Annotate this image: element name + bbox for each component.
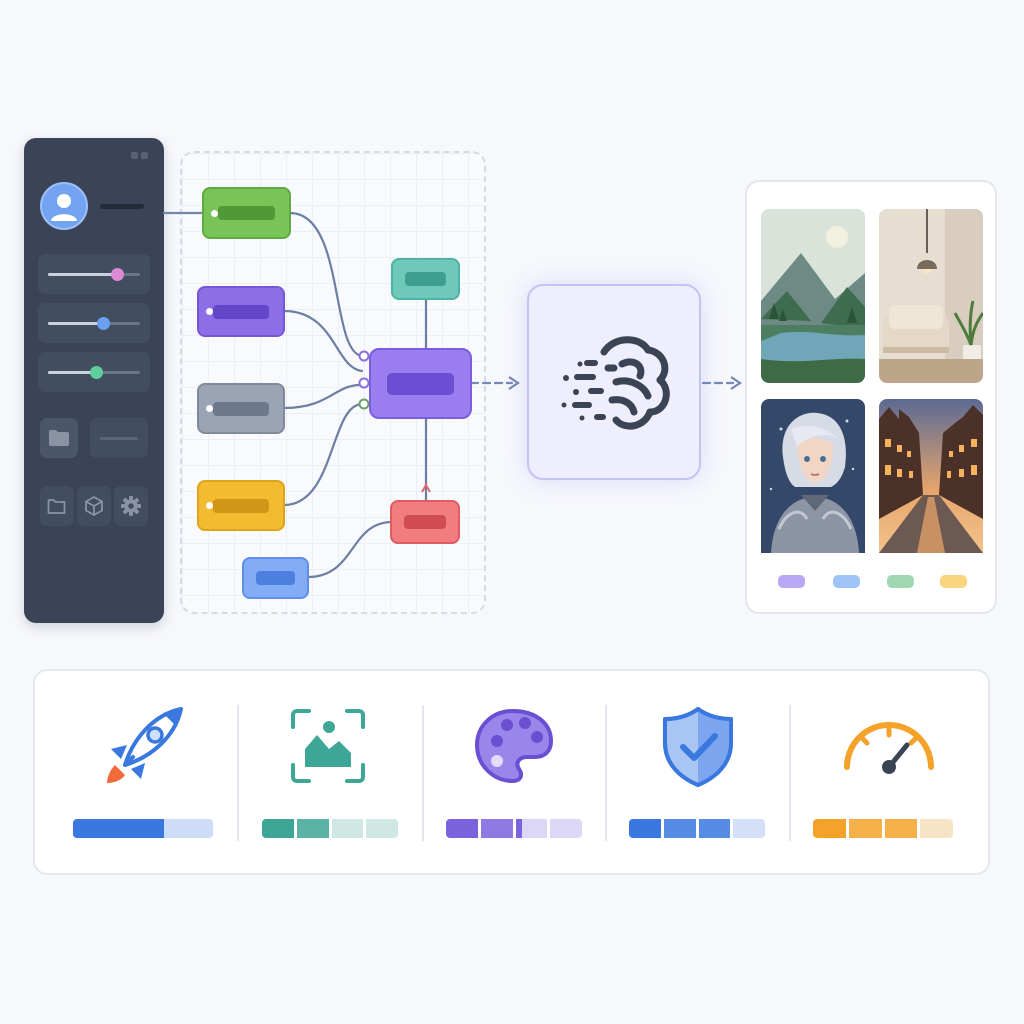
meter-fill [73,819,164,838]
user-icon [51,194,77,221]
divider [237,705,239,841]
gallery-image-character[interactable] [761,399,865,573]
gray-input-node[interactable] [197,383,285,434]
generated-gallery [745,180,997,614]
meter-segment [480,819,513,838]
slider-knob-2[interactable] [97,317,111,330]
meter-segment [331,819,364,838]
cube-icon [85,496,103,516]
swatch-blue[interactable] [833,575,860,588]
sidebar-panel [24,138,164,623]
meter-segment [920,819,953,838]
slider-track-2[interactable] [48,317,140,330]
divider [422,705,424,841]
window-controls[interactable] [131,152,148,159]
meter-segment [296,819,329,838]
slider-knob-3[interactable] [89,366,103,379]
meter-segment [550,819,582,838]
teal-node[interactable] [391,258,460,300]
folder-name-field[interactable] [90,418,148,458]
folder-icon [47,499,66,514]
avatar[interactable] [40,182,88,230]
rocket-progress-bar [73,819,213,838]
meter-segment [366,819,398,838]
slider-card-1 [38,254,150,294]
swatch-yellow[interactable] [940,575,967,588]
image-progress-bar [262,819,398,838]
gear-icon [121,496,141,516]
meter-segment [446,819,478,838]
meter-segment [848,819,882,838]
brain-icon [561,336,670,430]
slider-knob-1[interactable] [111,268,124,281]
folder-icon [49,430,69,446]
image-scan-icon [291,709,365,783]
divider [789,705,791,841]
speedometer-icon [844,722,934,774]
gallery-image-street[interactable] [879,399,983,573]
shield-check-icon [663,707,733,787]
slider-card-3 [38,352,150,392]
swatch-green[interactable] [887,575,914,588]
meter-remaining [163,819,213,838]
meter-segment [884,819,918,838]
meter-segment [663,819,696,838]
central-node[interactable] [369,348,472,419]
meter-segment [813,819,846,838]
gallery-image-landscape[interactable] [761,209,865,383]
models-button[interactable] [77,486,111,526]
meter-segment [262,819,294,838]
palette-progress-bar [446,819,582,838]
swatch-purple[interactable] [778,575,805,588]
green-input-node[interactable] [202,187,291,239]
gallery-image-interior[interactable] [879,209,983,383]
folder-button[interactable] [40,418,78,458]
palette-icon [475,709,553,783]
divider [605,705,607,841]
user-name-placeholder [100,204,144,209]
blue-input-node[interactable] [242,557,309,599]
meter-segment [698,819,731,838]
purple-input-node[interactable] [197,286,285,337]
yellow-input-node[interactable] [197,480,285,531]
meter-segment [733,819,765,838]
settings-button[interactable] [114,486,148,526]
slider-card-2 [38,303,150,343]
shield-progress-bar [629,819,765,838]
meter-segment [629,819,661,838]
slider-track-1[interactable] [48,268,140,281]
slider-track-3[interactable] [48,366,140,379]
features-panel [33,669,990,875]
red-node[interactable] [390,500,460,544]
speed-progress-bar [813,819,953,838]
rocket-icon [107,707,183,783]
meter-segment [515,819,548,838]
files-button[interactable] [40,486,74,526]
ai-engine-box[interactable] [527,284,701,480]
